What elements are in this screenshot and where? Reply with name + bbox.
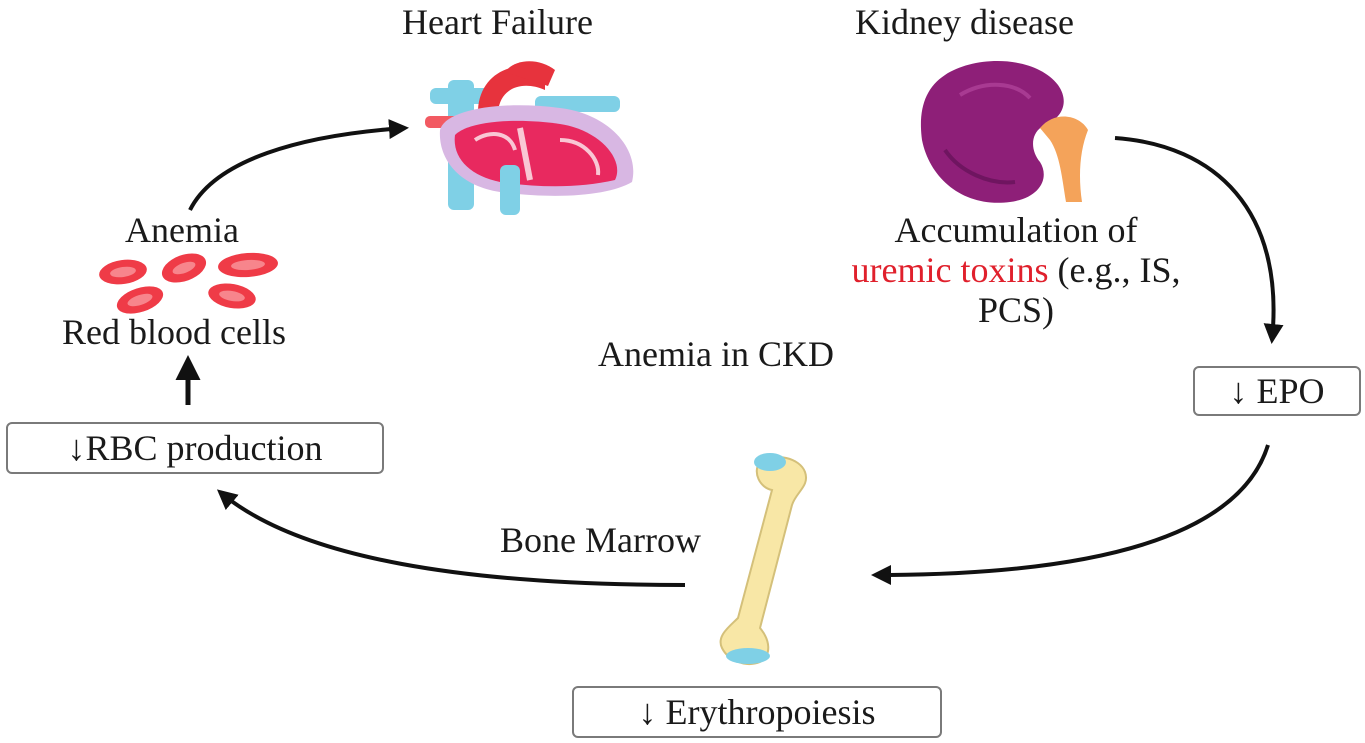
diagram-center-title: Anemia in CKD [598, 334, 834, 374]
accumulation-line-2: uremic toxins (e.g., IS, [830, 250, 1202, 290]
toxins-examples: (e.g., IS, [1048, 250, 1181, 290]
arrow-kidney-to-epo [1114, 136, 1284, 344]
bone-marrow-label: Bone Marrow [500, 520, 701, 560]
arrow-anemia-to-heart [188, 119, 409, 211]
rbc-production-box: ↓RBC production [6, 422, 384, 474]
heart-failure-label: Heart Failure [402, 2, 593, 42]
accumulation-line-3: PCS) [977, 290, 1055, 330]
accumulation-line-1: Accumulation of [894, 210, 1138, 250]
epo-box: ↓ EPO [1193, 366, 1361, 416]
arrow-bone-to-rbc [216, 489, 686, 587]
accumulation-text: Accumulation of uremic toxins (e.g., IS,… [830, 210, 1202, 330]
kidney-disease-label: Kidney disease [855, 2, 1074, 42]
erythropoiesis-box: ↓ Erythropoiesis [572, 686, 942, 738]
anemia-label: Anemia [125, 210, 239, 250]
uremic-toxins-text: uremic toxins [851, 250, 1049, 290]
red-blood-cells-label: Red blood cells [62, 312, 286, 352]
arrow-epo-to-bone [871, 444, 1270, 585]
